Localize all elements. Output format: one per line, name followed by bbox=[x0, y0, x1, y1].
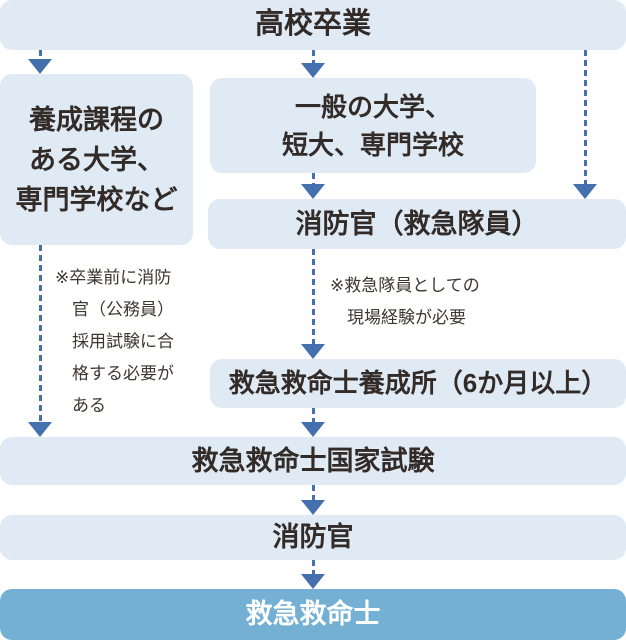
box-training-university-line2: ある大学、 bbox=[29, 144, 164, 175]
arrow-down-icon bbox=[301, 500, 325, 515]
arrow-top-to-firefighter-ambulance-crew bbox=[573, 50, 597, 199]
arrow-firefighter-to-paramedic bbox=[301, 560, 325, 589]
box-national-exam-label: 救急救命士国家試験 bbox=[191, 445, 435, 476]
arrow-shaft bbox=[311, 173, 315, 184]
arrow-down-icon bbox=[28, 59, 52, 74]
box-paramedic-label: 救急救命士 bbox=[245, 599, 381, 630]
box-firefighter: 消防官 bbox=[0, 515, 626, 560]
note-employment-exam-line3: 採用試験に合 bbox=[72, 332, 174, 351]
arrow-down-icon bbox=[301, 184, 325, 199]
arrow-down-icon bbox=[301, 422, 325, 437]
arrow-training-university-to-national-exam bbox=[28, 245, 52, 437]
note-employment-exam-line2: 官（公務員） bbox=[72, 300, 174, 319]
box-general-university-line1: 一般の大学、 bbox=[294, 91, 451, 122]
note-field-experience-line2: 現場経験が必要 bbox=[347, 308, 466, 327]
box-paramedic-training-institute: 救急救命士養成所（6か月以上） bbox=[210, 359, 626, 408]
arrow-shaft bbox=[311, 249, 315, 344]
arrow-top-to-general-university bbox=[301, 50, 325, 78]
arrow-general-university-to-firefighter-ambulance-crew bbox=[301, 173, 325, 199]
arrow-shaft bbox=[311, 485, 315, 500]
note-employment-exam: ※卒業前に消防 官（公務員） 採用試験に合 格する必要が ある bbox=[55, 262, 215, 422]
arrow-down-icon bbox=[28, 422, 52, 437]
arrow-down-icon bbox=[301, 344, 325, 359]
box-highschool-graduation: 高校卒業 bbox=[0, 0, 626, 50]
note-employment-exam-line4: 格する必要が bbox=[72, 364, 174, 383]
note-employment-exam-line5: ある bbox=[72, 396, 106, 415]
box-general-university-line2: 短大、専門学校 bbox=[281, 129, 464, 160]
box-general-university: 一般の大学、 短大、専門学校 bbox=[210, 78, 536, 173]
box-highschool-graduation-label: 高校卒業 bbox=[254, 8, 371, 41]
arrow-shaft bbox=[583, 50, 587, 184]
arrow-top-to-training-university bbox=[28, 50, 52, 74]
box-training-university-line1: 養成課程の bbox=[29, 104, 164, 135]
arrow-national-exam-to-firefighter bbox=[301, 485, 325, 515]
box-firefighter-ambulance-crew: 消防官（救急隊員） bbox=[208, 199, 626, 249]
arrow-firefighter-ambulance-crew-to-training-institute bbox=[301, 249, 325, 359]
box-training-university-line3: 専門学校など bbox=[15, 184, 178, 215]
box-firefighter-ambulance-crew-label: 消防官（救急隊員） bbox=[295, 208, 539, 239]
arrow-training-institute-to-national-exam bbox=[301, 408, 325, 437]
box-general-university-label: 一般の大学、 短大、専門学校 bbox=[282, 88, 464, 164]
box-training-university: 養成課程の ある大学、 専門学校など bbox=[0, 74, 193, 245]
arrow-shaft bbox=[311, 50, 315, 63]
box-firefighter-label: 消防官 bbox=[272, 522, 354, 553]
box-national-exam: 救急救命士国家試験 bbox=[0, 437, 626, 485]
arrow-shaft bbox=[38, 50, 42, 59]
arrow-down-icon bbox=[301, 63, 325, 78]
arrow-shaft bbox=[311, 408, 315, 422]
box-paramedic-training-institute-label: 救急救命士養成所（6か月以上） bbox=[228, 367, 608, 398]
note-employment-exam-line1: ※卒業前に消防 bbox=[55, 268, 172, 287]
arrow-down-icon bbox=[301, 574, 325, 589]
arrow-down-icon bbox=[573, 184, 597, 199]
arrow-shaft bbox=[38, 245, 42, 422]
note-field-experience-line1: ※救急隊員としての bbox=[330, 276, 480, 295]
note-field-experience: ※救急隊員としての 現場経験が必要 bbox=[330, 270, 520, 334]
box-paramedic: 救急救命士 bbox=[0, 589, 626, 640]
arrow-shaft bbox=[311, 560, 315, 574]
box-training-university-label: 養成課程の ある大学、 専門学校など bbox=[16, 100, 178, 220]
